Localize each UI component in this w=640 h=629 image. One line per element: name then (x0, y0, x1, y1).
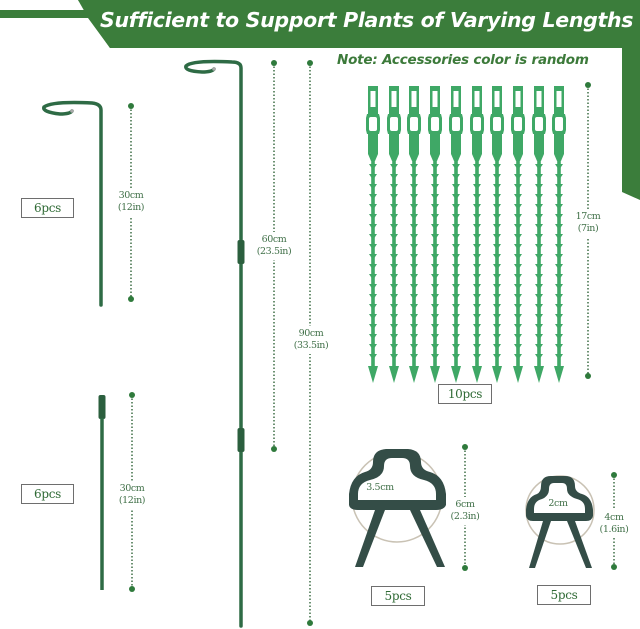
small-clip-quantity-badge: 5pcs (537, 585, 591, 605)
dim-in: (12in) (118, 495, 146, 506)
large-clip-quantity-badge: 5pcs (371, 586, 425, 606)
small-clip-dimension-label: 4cm (1.6in) (596, 510, 632, 538)
ties-quantity-badge: 10pcs (438, 384, 492, 404)
small-hook-stake-icon (42, 100, 103, 307)
extension-stake-dimension-label: 30cm (12in) (114, 481, 150, 509)
tall-stake-90cm-label: 90cm (33.5in) (290, 326, 332, 354)
color-note: Note: Accessories color is random (337, 52, 589, 68)
small-clip-inner-label: 2cm (548, 498, 568, 509)
page-title: Sufficient to Support Plants of Varying … (100, 8, 634, 32)
dim-in: (23.5in) (256, 246, 292, 257)
tall-stake-icon (184, 59, 245, 628)
large-clip-inner-label: 3.5cm (366, 482, 394, 493)
tall-stake-60cm-label: 60cm (23.5in) (254, 232, 294, 260)
dim-in: (2.3in) (450, 511, 480, 522)
dimension-line-90cm (307, 60, 313, 626)
dim-in: (33.5in) (293, 340, 329, 351)
small-hook-quantity-badge: 6pcs (21, 198, 74, 218)
dim-in: (12in) (117, 202, 145, 213)
large-clip-icon (349, 449, 446, 567)
dim-cm: 30cm (118, 190, 144, 201)
dim-cm: 90cm (298, 328, 324, 339)
dim-cm: 30cm (119, 483, 145, 494)
dimension-line-extension (129, 392, 135, 592)
dim-in: (7in) (577, 223, 599, 234)
dim-cm: 60cm (261, 234, 287, 245)
dim-cm: 4cm (604, 512, 624, 523)
dim-cm: 6cm (455, 499, 475, 510)
ties-dimension-label: 17cm (7in) (572, 209, 604, 237)
dim-cm: 17cm (575, 211, 601, 222)
extension-stake-icon (98, 395, 106, 590)
extension-stake-quantity-badge: 6pcs (21, 484, 74, 504)
small-hook-dimension-label: 30cm (12in) (113, 188, 149, 216)
plant-ties-icon (366, 86, 566, 383)
large-clip-dimension-label: 6cm (2.3in) (446, 497, 484, 525)
small-clip-icon (525, 475, 595, 568)
dim-in: (1.6in) (599, 524, 629, 535)
